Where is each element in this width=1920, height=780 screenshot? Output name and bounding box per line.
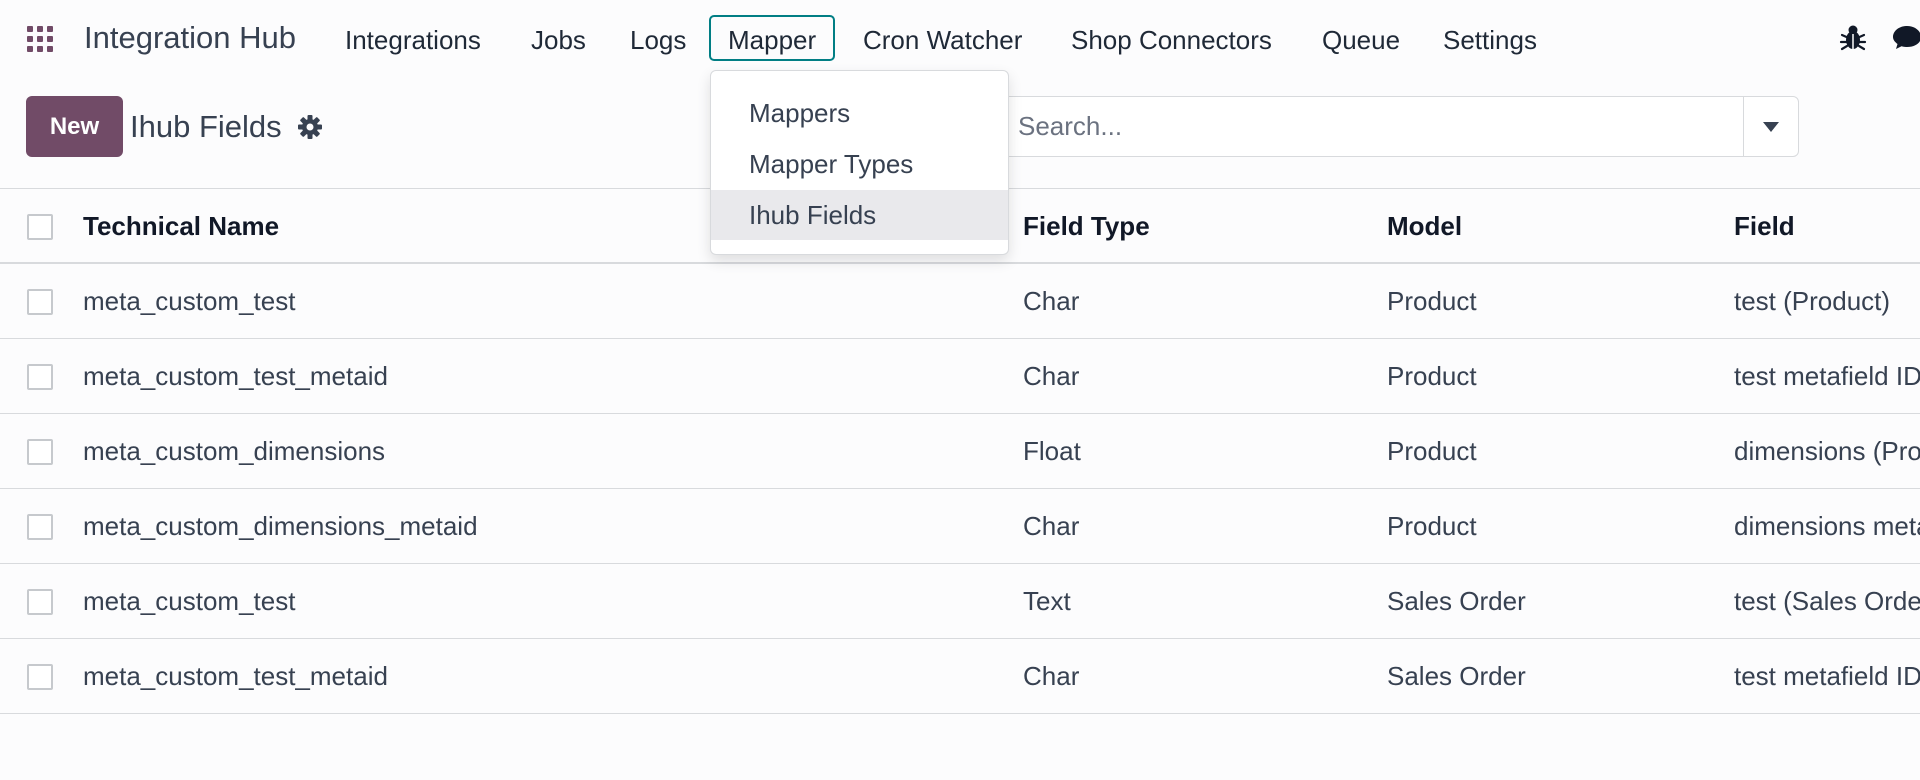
- cell-model: Sales Order: [1387, 586, 1526, 616]
- cell-model: Sales Order: [1387, 661, 1526, 691]
- search-input[interactable]: [996, 97, 1742, 156]
- row-checkbox[interactable]: [27, 364, 53, 390]
- cell-field-type: Text: [1023, 586, 1071, 616]
- debug-bug-icon[interactable]: [1838, 22, 1868, 52]
- nav-item-shop-connectors[interactable]: Shop Connectors: [1071, 25, 1272, 55]
- nav-item-integrations[interactable]: Integrations: [345, 25, 481, 55]
- row-checkbox[interactable]: [27, 589, 53, 615]
- cell-field-type: Char: [1023, 286, 1080, 316]
- cell-field: dimensions (Product): [1734, 436, 1920, 466]
- cell-model: Product: [1387, 286, 1477, 316]
- cell-field: test metafield ID: [1734, 661, 1920, 691]
- cell-model: Product: [1387, 361, 1477, 391]
- menu-item-mapper-types[interactable]: Mapper Types: [749, 149, 914, 179]
- cell-field-type: Char: [1023, 361, 1080, 391]
- select-all-checkbox[interactable]: [27, 214, 53, 240]
- nav-item-jobs[interactable]: Jobs: [531, 25, 586, 55]
- cell-model: Product: [1387, 436, 1477, 466]
- table-row[interactable]: meta_custom_dimensions_metaid Char Produ…: [0, 489, 1920, 564]
- cell-technical-name: meta_custom_dimensions_metaid: [83, 511, 478, 541]
- app-brand[interactable]: Integration Hub: [84, 20, 296, 55]
- nav-item-mapper[interactable]: Mapper: [709, 15, 836, 61]
- cell-technical-name: meta_custom_test: [83, 586, 296, 616]
- table-header-row: Technical Name Field Type Model Field: [0, 189, 1920, 264]
- nav-item-settings[interactable]: Settings: [1443, 25, 1537, 55]
- cell-technical-name: meta_custom_test: [83, 286, 296, 316]
- nav-item-queue[interactable]: Queue: [1322, 25, 1401, 55]
- cell-model: Product: [1387, 511, 1477, 541]
- row-checkbox[interactable]: [27, 439, 53, 465]
- table-row[interactable]: meta_custom_test Text Sales Order test (…: [0, 564, 1920, 639]
- records-list: Technical Name Field Type Model Field me…: [0, 188, 1920, 714]
- cell-field: test (Sales Order): [1734, 586, 1920, 616]
- cell-field: dimensions metafield ID: [1734, 511, 1920, 541]
- new-button[interactable]: New: [26, 96, 123, 157]
- column-header-field-type[interactable]: Field Type: [1023, 211, 1150, 241]
- column-header-technical-name[interactable]: Technical Name: [83, 211, 280, 241]
- cell-technical-name: meta_custom_dimensions: [83, 436, 386, 466]
- cell-field-type: Char: [1023, 661, 1080, 691]
- row-checkbox[interactable]: [27, 514, 53, 540]
- cell-technical-name: meta_custom_test_metaid: [83, 361, 388, 391]
- nav-item-logs[interactable]: Logs: [630, 25, 687, 55]
- table-row[interactable]: meta_custom_test_metaid Char Sales Order…: [0, 639, 1920, 714]
- menu-item-ihub-fields[interactable]: Ihub Fields: [711, 190, 1008, 240]
- column-header-field[interactable]: Field: [1734, 211, 1795, 241]
- cell-field-type: Char: [1023, 511, 1080, 541]
- menu-item-mappers[interactable]: Mappers: [749, 98, 851, 128]
- search-options-toggle[interactable]: [1743, 97, 1798, 156]
- table-row[interactable]: meta_custom_test_metaid Char Product tes…: [0, 339, 1920, 414]
- apps-grid-icon[interactable]: [26, 25, 54, 53]
- chat-bubble-icon[interactable]: [1892, 22, 1920, 52]
- table-row[interactable]: meta_custom_dimensions Float Product dim…: [0, 414, 1920, 489]
- nav-item-cron-watcher[interactable]: Cron Watcher: [863, 25, 1023, 55]
- column-header-model[interactable]: Model: [1387, 211, 1463, 241]
- cell-field: test metafield ID: [1734, 361, 1920, 391]
- page-title: Ihub Fields: [130, 109, 282, 144]
- row-checkbox[interactable]: [27, 289, 53, 315]
- cell-technical-name: meta_custom_test_metaid: [83, 661, 388, 691]
- gear-icon[interactable]: [297, 114, 323, 140]
- mapper-dropdown-menu: Mappers Mapper Types Ihub Fields: [710, 70, 1009, 255]
- cell-field-type: Float: [1023, 436, 1081, 466]
- cell-field: test (Product): [1734, 286, 1891, 316]
- table-row[interactable]: meta_custom_test Char Product test (Prod…: [0, 264, 1920, 339]
- top-navbar: Integration Hub Integrations Jobs Logs M…: [0, 0, 1920, 76]
- caret-down-icon: [1763, 121, 1779, 132]
- row-checkbox[interactable]: [27, 664, 53, 690]
- search-bar: [995, 96, 1799, 157]
